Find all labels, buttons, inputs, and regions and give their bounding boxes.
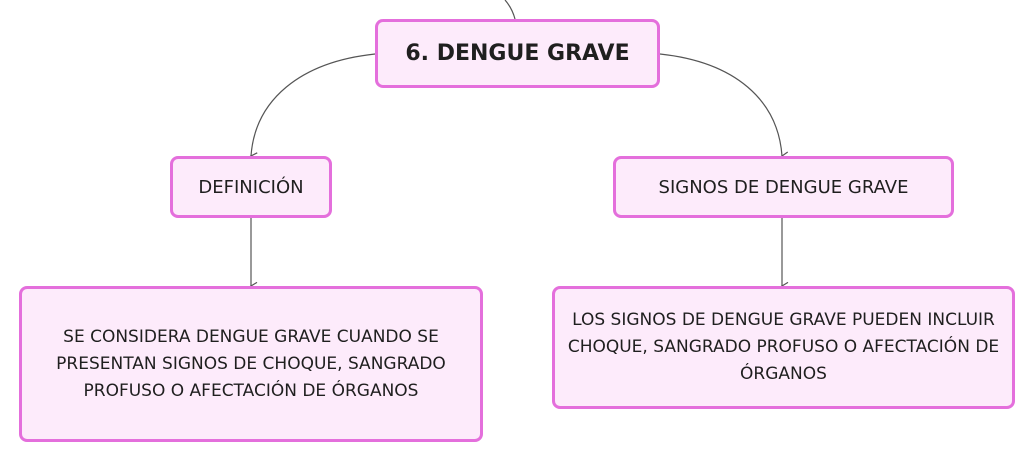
node-signos-label: SIGNOS DE DENGUE GRAVE (658, 176, 909, 198)
signos-text: LOS SIGNOS DE DENGUE GRAVE PUEDEN INCLUI… (567, 310, 1000, 384)
root-node[interactable]: 6. DENGUE GRAVE (375, 19, 660, 88)
definicion-text: SE CONSIDERA DENGUE GRAVE CUANDO SE PRES… (56, 326, 446, 401)
node-definicion-label: DEFINICIÓN (198, 176, 304, 198)
connector-root-to-signos (659, 53, 789, 160)
node-definicion[interactable]: DEFINICIÓN (170, 156, 332, 218)
node-definicion-text[interactable]: SE CONSIDERA DENGUE GRAVE CUANDO SE PRES… (19, 286, 483, 442)
root-node-label: 6. DENGUE GRAVE (405, 41, 630, 66)
node-signos-dengue-grave[interactable]: SIGNOS DE DENGUE GRAVE (613, 156, 954, 218)
connector-root-to-definicion (249, 53, 376, 161)
parent-connector (504, 0, 516, 20)
node-signos-text[interactable]: LOS SIGNOS DE DENGUE GRAVE PUEDEN INCLUI… (552, 286, 1015, 409)
